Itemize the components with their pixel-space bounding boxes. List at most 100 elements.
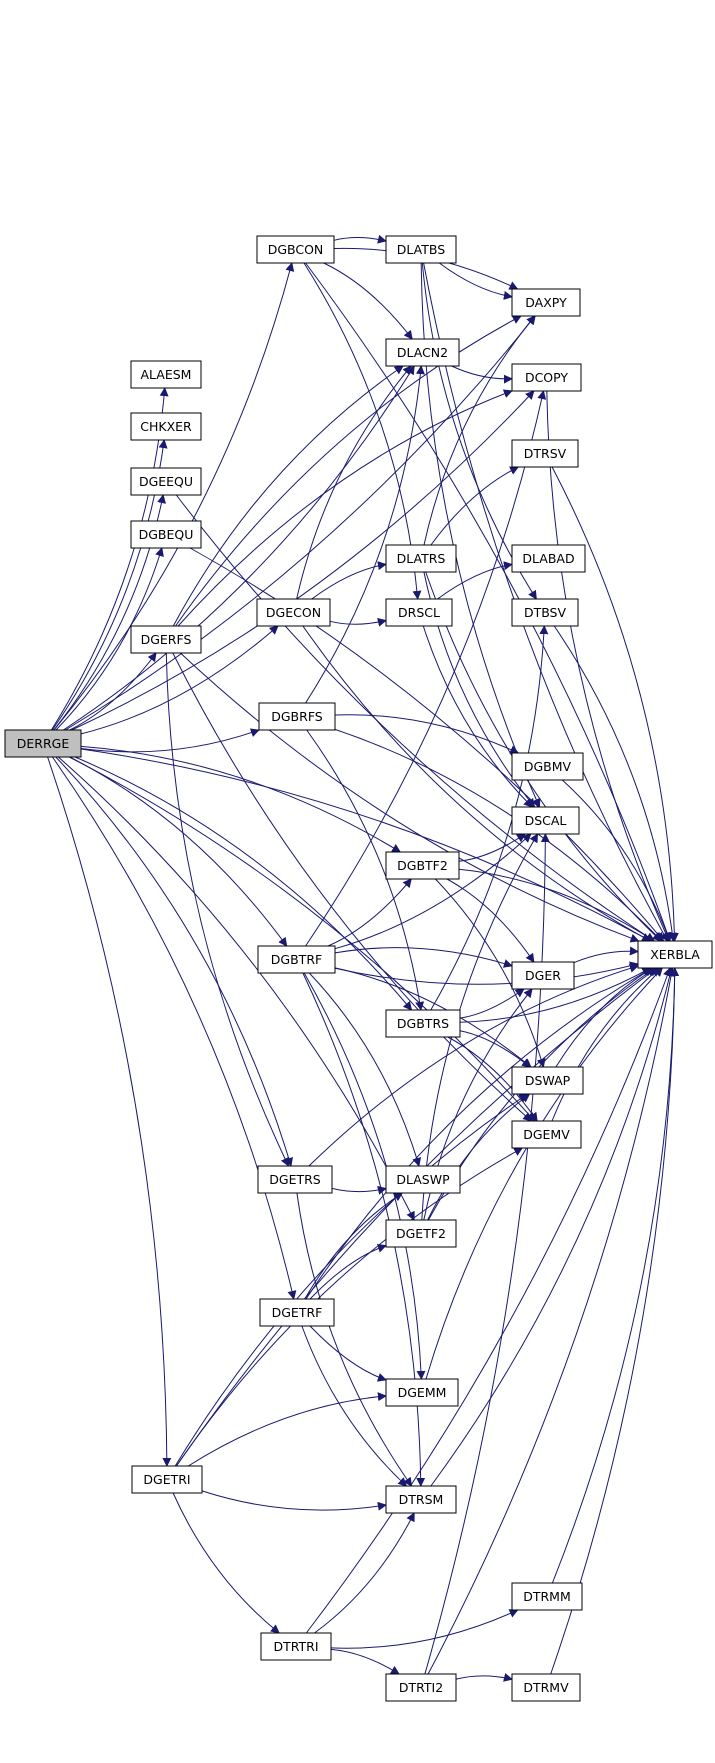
node-dtbsv[interactable]: DTBSV xyxy=(511,598,579,627)
node-chkxer[interactable]: CHKXER xyxy=(130,412,202,441)
node-box xyxy=(385,1219,457,1248)
node-label: DLACN2 xyxy=(397,345,448,360)
node-box xyxy=(385,1485,457,1514)
edge-dgetri-dgemm xyxy=(188,1392,387,1467)
node-dgbcon[interactable]: DGBCON xyxy=(256,235,335,264)
node-dlaswp[interactable]: DLASWP xyxy=(385,1165,461,1194)
edge-dgbtf2-xerbla xyxy=(458,868,655,942)
node-dlatbs[interactable]: DLATBS xyxy=(385,235,457,264)
node-label: DGERFS xyxy=(141,632,192,647)
node-dlatrs[interactable]: DLATRS xyxy=(385,544,457,573)
node-box xyxy=(130,412,202,441)
edge-dger-xerbla xyxy=(573,946,639,964)
node-label: DTRSV xyxy=(524,446,567,461)
node-dtrti2[interactable]: DTRTI2 xyxy=(385,1673,457,1702)
node-dscal[interactable]: DSCAL xyxy=(511,806,580,835)
edge-dgetri-dgemv xyxy=(175,1147,524,1467)
node-dtrsm[interactable]: DTRSM xyxy=(385,1485,457,1514)
node-dgbtrs[interactable]: DGBTRS xyxy=(385,1009,461,1038)
edge-dgbtrf-dcopy xyxy=(305,390,547,947)
node-dgbmv[interactable]: DGBMV xyxy=(511,752,584,781)
node-dgetri[interactable]: DGETRI xyxy=(131,1465,203,1494)
node-box xyxy=(257,945,336,974)
node-dgbrfs[interactable]: DGBRFS xyxy=(258,702,336,731)
node-box xyxy=(637,940,713,969)
edge-dgbtrf-dscal xyxy=(334,833,532,950)
node-dlabad[interactable]: DLABAD xyxy=(511,544,586,573)
node-label: DGBMV xyxy=(524,759,572,774)
node-dtrmv[interactable]: DTRMV xyxy=(511,1673,581,1702)
node-label: DERRGE xyxy=(17,736,70,751)
node-box xyxy=(130,360,202,389)
node-label: DGBCON xyxy=(268,242,324,257)
node-label: DGETRI xyxy=(143,1472,190,1487)
edge-dgbcon-xerbla xyxy=(305,262,672,942)
node-dgecon[interactable]: DGECON xyxy=(256,598,331,627)
node-daxpy[interactable]: DAXPY xyxy=(511,288,581,317)
node-dgbequ[interactable]: DGBEQU xyxy=(130,520,202,549)
node-derrge[interactable]: DERRGE xyxy=(4,729,82,758)
node-dgerfs[interactable]: DGERFS xyxy=(130,625,202,654)
edge-dswap-xerbla xyxy=(555,967,654,1068)
node-label: DTRMM xyxy=(523,1589,571,1604)
node-dgemm[interactable]: DGEMM xyxy=(385,1378,459,1407)
edge-drscl-dscal xyxy=(422,625,533,808)
edge-dgetrf-dtrsm xyxy=(301,1325,408,1487)
nodes-layer: DERRGE ALAESM CHKXER DGEEQU DGBEQU DGERFS DGBC… xyxy=(4,235,713,1702)
edge-dtrsv-xerbla xyxy=(551,466,679,942)
edge-dtrtri-dtrsm xyxy=(314,1512,415,1634)
edge-dgetrs-dlaswp xyxy=(331,1185,387,1195)
edge-dgbtrf-dlaswp xyxy=(308,972,422,1167)
node-box xyxy=(511,1120,582,1149)
node-alaesm[interactable]: ALAESM xyxy=(130,360,202,389)
node-dtrmm[interactable]: DTRMM xyxy=(511,1582,583,1611)
edge-dgecon-xerbla xyxy=(302,625,652,942)
node-box xyxy=(385,235,457,264)
node-label: DLASWP xyxy=(396,1172,450,1187)
node-dgetf2[interactable]: DGETF2 xyxy=(385,1219,457,1248)
edge-dgbtf2-dger xyxy=(446,878,535,963)
edge-dtrti2-dtrmv xyxy=(455,1673,513,1682)
edge-dgbtrf-dger xyxy=(334,947,513,968)
node-box xyxy=(385,1165,461,1194)
edge-dgetri-dtrtri xyxy=(172,1492,280,1634)
node-drscl[interactable]: DRSCL xyxy=(385,598,453,627)
edge-dgecon-drscl xyxy=(329,617,387,627)
node-dlacn2[interactable]: DLACN2 xyxy=(385,338,460,367)
node-dswap[interactable]: DSWAP xyxy=(511,1066,584,1095)
node-dgetrf[interactable]: DGETRF xyxy=(259,1298,335,1327)
node-box xyxy=(511,1673,581,1702)
node-dtrsv[interactable]: DTRSV xyxy=(511,439,579,468)
node-dgbtf2[interactable]: DGBTF2 xyxy=(385,851,460,880)
node-label: DCOPY xyxy=(525,370,568,385)
node-box xyxy=(511,439,579,468)
node-xerbla[interactable]: XERBLA xyxy=(637,940,713,969)
node-dger[interactable]: DGER xyxy=(511,961,575,990)
node-label: DGBTF2 xyxy=(397,858,448,873)
node-dgeequ[interactable]: DGEEQU xyxy=(130,467,202,496)
edge-derrge-dgetrf xyxy=(51,756,297,1300)
node-box xyxy=(257,1165,333,1194)
edge-dgetrs-xerbla xyxy=(308,963,639,1167)
node-label: DGEMV xyxy=(523,1127,570,1142)
node-label: CHKXER xyxy=(140,419,192,434)
node-dcopy[interactable]: DCOPY xyxy=(511,363,582,392)
node-box xyxy=(511,363,582,392)
node-label: DTRMV xyxy=(523,1680,569,1695)
node-box xyxy=(511,1066,584,1095)
node-dtrtri[interactable]: DTRTRI xyxy=(260,1632,332,1661)
node-dgetrs[interactable]: DGETRS xyxy=(257,1165,333,1194)
node-box xyxy=(385,338,460,367)
node-box xyxy=(258,702,336,731)
edge-dgeequ-xerbla xyxy=(175,494,656,942)
edge-dgbtrf-dgbtf2 xyxy=(327,878,412,947)
node-dgbtrf[interactable]: DGBTRF xyxy=(257,945,336,974)
node-box xyxy=(511,752,584,781)
node-label: DAXPY xyxy=(525,295,567,310)
edge-derrge-dcopy xyxy=(71,390,535,731)
edge-derrge-dgbtf2 xyxy=(80,745,402,853)
node-box xyxy=(385,544,457,573)
node-label: DGER xyxy=(525,968,561,983)
node-dgemv[interactable]: DGEMV xyxy=(511,1120,582,1149)
node-label: DGETRS xyxy=(269,1172,321,1187)
